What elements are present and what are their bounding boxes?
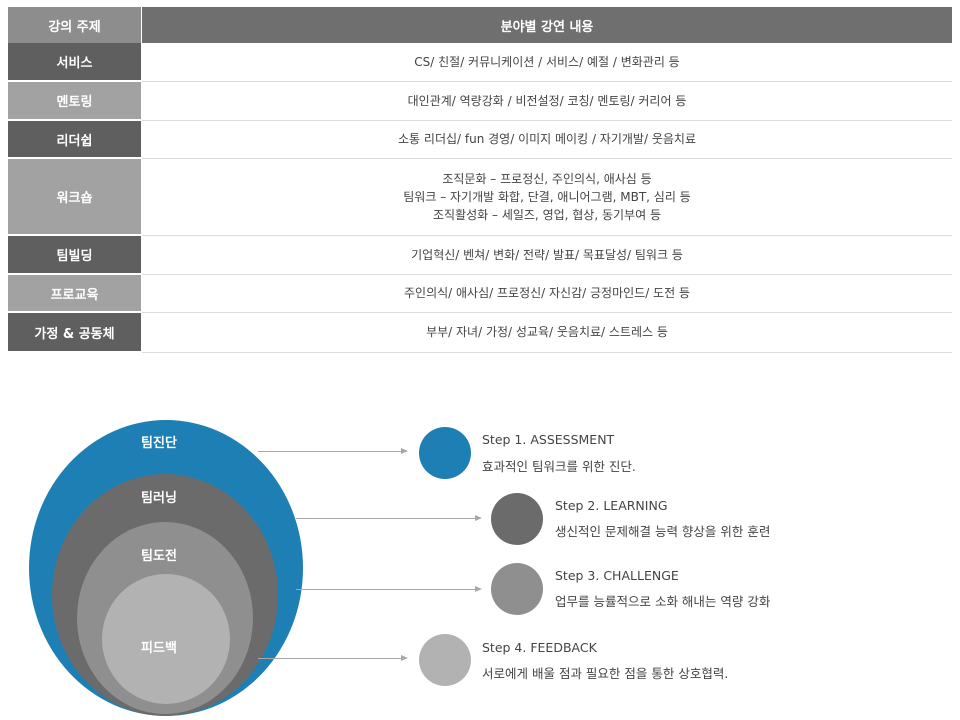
detail-line: 팀워크 – 자기개발 화합, 단결, 애니어그램, MBT, 심리 등 <box>403 189 691 204</box>
detail-cell: 소통 리더십/ fun 경영/ 이미지 메이킹 / 자기개발/ 웃음치료 <box>141 120 952 159</box>
circle-label: 피드백 <box>141 641 177 656</box>
topic-cell: 멘토링 <box>8 81 142 121</box>
arrow-step-3 <box>296 586 482 592</box>
topic-cell: 프로교육 <box>8 274 142 313</box>
arrow-step-4 <box>258 655 408 661</box>
circle-label: 팀진단 <box>141 436 177 451</box>
topic-cell: 리더쉽 <box>8 120 142 159</box>
detail-line: 대인관계/ 역량강화 / 비전설정/ 코칭/ 멘토링/ 커리어 등 <box>407 93 687 108</box>
step-1-desc: 효과적인 팀워크를 위한 진단. <box>482 459 636 474</box>
circle-feedback <box>102 574 230 704</box>
topic-cell: 서비스 <box>8 43 142 82</box>
detail-cell: 부부/ 자녀/ 가정/ 성교육/ 웃음치료/ 스트레스 등 <box>141 312 952 353</box>
arrow-step-1 <box>258 448 408 454</box>
step-2-desc: 생신적인 문제해결 능력 향상을 위한 훈련 <box>555 524 771 539</box>
topic-cell: 워크숍 <box>8 158 142 236</box>
table-row: 팀빌딩 기업혁신/ 벤쳐/ 변화/ 전략/ 발표/ 목표달성/ 팀워크 등 <box>8 235 952 275</box>
circle-label: 팀러닝 <box>141 491 177 506</box>
detail-cell: 주인의식/ 애사심/ 프로정신/ 자신감/ 긍정마인드/ 도전 등 <box>141 274 952 313</box>
step-4-title: Step 4. FEEDBACK <box>482 640 597 655</box>
detail-line: CS/ 친절/ 커뮤니케이션 / 서비스/ 예절 / 변화관리 등 <box>414 54 680 69</box>
step-4-dot <box>419 634 471 686</box>
detail-line: 기업혁신/ 벤쳐/ 변화/ 전략/ 발표/ 목표달성/ 팀워크 등 <box>411 247 683 262</box>
table-row: 멘토링 대인관계/ 역량강화 / 비전설정/ 코칭/ 멘토링/ 커리어 등 <box>8 81 952 121</box>
step-2-title: Step 2. LEARNING <box>555 498 668 513</box>
detail-line: 소통 리더십/ fun 경영/ 이미지 메이킹 / 자기개발/ 웃음치료 <box>398 132 696 146</box>
step-3-title: Step 3. CHALLENGE <box>555 568 679 583</box>
header-detail: 분야별 강연 내용 <box>141 7 952 43</box>
detail-cell: CS/ 친절/ 커뮤니케이션 / 서비스/ 예절 / 변화관리 등 <box>141 43 952 82</box>
step-3-dot <box>491 563 543 615</box>
detail-line: 조직활성화 – 세일즈, 영업, 협상, 동기부여 등 <box>432 207 661 222</box>
detail-line: 조직문화 – 프로정신, 주인의식, 애사심 등 <box>442 171 652 186</box>
table-row: 가정 & 공동체 부부/ 자녀/ 가정/ 성교육/ 웃음치료/ 스트레스 등 <box>8 312 952 353</box>
table-row: 프로교육 주인의식/ 애사심/ 프로정신/ 자신감/ 긍정마인드/ 도전 등 <box>8 274 952 313</box>
topic-cell: 팀빌딩 <box>8 235 142 275</box>
circle-label: 팀도전 <box>141 549 177 564</box>
detail-cell: 기업혁신/ 벤쳐/ 변화/ 전략/ 발표/ 목표달성/ 팀워크 등 <box>141 235 952 275</box>
arrow-step-2 <box>296 515 482 521</box>
header-topic: 강의 주제 <box>8 7 142 43</box>
detail-line: 주인의식/ 애사심/ 프로정신/ 자신감/ 긍정마인드/ 도전 등 <box>404 286 690 300</box>
detail-line: 부부/ 자녀/ 가정/ 성교육/ 웃음치료/ 스트레스 등 <box>426 325 668 339</box>
table-row: 워크숍 조직문화 – 프로정신, 주인의식, 애사심 등 팀워크 – 자기개발 … <box>8 158 952 236</box>
step-1-title: Step 1. ASSESSMENT <box>482 432 615 447</box>
step-4-desc: 서로에게 배울 점과 필요한 점을 통한 상호협력. <box>482 666 729 681</box>
step-2-dot <box>491 493 543 545</box>
detail-cell: 조직문화 – 프로정신, 주인의식, 애사심 등 팀워크 – 자기개발 화합, … <box>141 158 952 236</box>
topic-cell: 가정 & 공동체 <box>8 312 142 353</box>
table-row: 리더쉽 소통 리더십/ fun 경영/ 이미지 메이킹 / 자기개발/ 웃음치료 <box>8 120 952 159</box>
lecture-topic-table: 강의 주제 분야별 강연 내용 서비스 CS/ 친절/ 커뮤니케이션 / 서비스… <box>8 7 952 353</box>
step-3-desc: 업무를 능률적으로 소화 해내는 역량 강화 <box>555 594 771 609</box>
step-1-dot <box>419 427 471 479</box>
table-row: 서비스 CS/ 친절/ 커뮤니케이션 / 서비스/ 예절 / 변화관리 등 <box>8 43 952 82</box>
detail-cell: 대인관계/ 역량강화 / 비전설정/ 코칭/ 멘토링/ 커리어 등 <box>141 81 952 121</box>
table-header-row: 강의 주제 분야별 강연 내용 <box>8 7 952 43</box>
